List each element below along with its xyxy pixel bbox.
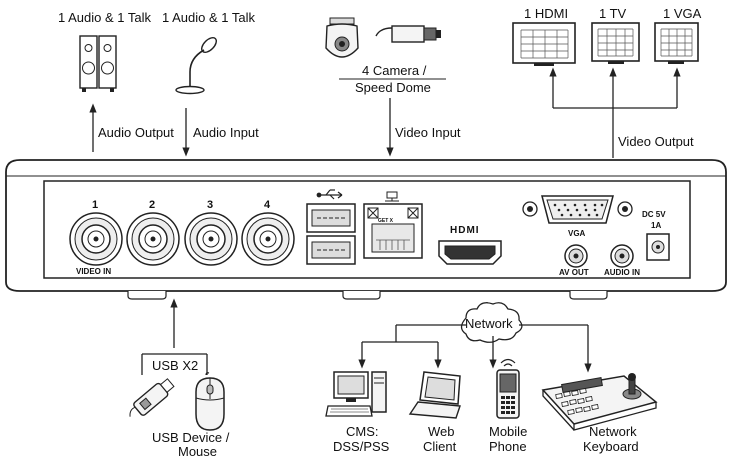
video-input-label: Video Input [395,125,461,140]
cms-label-line1: CMS: [346,424,379,439]
power-label-line1: DC 5V [642,210,666,219]
bnc-port-4 [241,212,295,266]
mobile-phone-icon [496,369,520,419]
microphone-icon [175,37,217,95]
network-branches [358,324,592,373]
usb-port-top [306,203,356,233]
usb-device-label-line1: USB Device / [152,430,230,445]
speaker-icon [79,35,117,92]
hdmi-monitor-icon [512,22,576,66]
camera-label-line1: 4 Camera / [362,63,427,78]
av-out-label: AV OUT [559,268,589,277]
bnc-port-2-number: 2 [149,199,155,211]
audio-output-label: Audio Output [98,125,174,140]
bnc-port-3-number: 3 [207,199,213,211]
hdmi-port [438,240,502,265]
network-cloud-icon [460,302,523,343]
network-keyboard-icon [541,373,658,431]
mouse-label-line2: Mouse [178,444,217,459]
tv-monitor-label: 1 TV [599,6,627,21]
tv-monitor-icon [591,22,640,64]
bnc-port-4-number: 4 [264,199,271,211]
dc-power-port [646,233,670,261]
audio-output-device-label: 1 Audio & 1 Talk [58,10,151,25]
bnc-port-1 [69,212,123,266]
video-in-label: VIDEO IN [76,267,111,276]
mouse-icon [195,372,225,431]
camera-label-line2: Speed Dome [355,80,431,95]
usb-flash-drive-icon [129,378,175,417]
vga-label: VGA [568,229,586,238]
audio-in-port [610,244,634,268]
power-label-line2: 1A [651,221,661,230]
keyboard-label-line2: Keyboard [583,439,639,454]
vga-monitor-label: 1 VGA [663,6,702,21]
usb-symbol-icon [316,189,343,200]
speed-dome-camera-icon [325,17,359,58]
vga-monitor-icon [654,22,699,64]
video-output-label: Video Output [618,134,694,149]
box-camera-icon [375,25,441,43]
usb-bracket [141,353,208,375]
audio-in-label: AUDIO IN [604,268,640,277]
desktop-computer-icon [325,371,387,417]
web-client-label-line2: Client [423,439,457,454]
network-symbol-icon [385,191,399,202]
usb-port-bottom [306,235,356,265]
mobile-phone-label-line2: Phone [489,439,527,454]
bnc-port-3 [184,212,238,266]
bnc-port-2 [126,212,180,266]
bnc-port-1-number: 1 [92,199,98,211]
audio-input-device-label: 1 Audio & 1 Talk [162,10,255,25]
usb-x2-label: USB X2 [152,358,198,373]
vga-port [522,195,633,224]
audio-input-label: Audio Input [193,125,259,140]
wifi-signal-icon [500,358,516,367]
hdmi-logo: HDMI [450,225,480,236]
av-out-port [564,244,588,268]
cms-label-line2: DSS/PSS [333,439,390,454]
laptop-icon [408,371,461,419]
web-client-label-line1: Web [428,424,455,439]
hdmi-monitor-label: 1 HDMI [524,6,568,21]
keyboard-label-line1: Network [589,424,637,439]
lan-port-label: GET X [378,218,394,224]
mobile-phone-label-line1: Mobile [489,424,527,439]
network-label: Network [465,316,513,331]
lan-port [363,203,423,259]
video-output-connector [549,67,681,158]
